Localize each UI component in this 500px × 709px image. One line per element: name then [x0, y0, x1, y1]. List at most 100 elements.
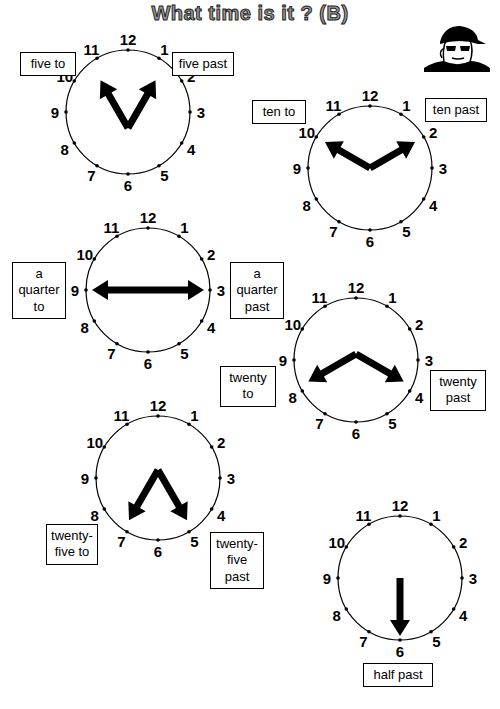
time-phrase: ten past [430, 102, 482, 118]
clock-number: 8 [61, 141, 69, 156]
hour-tick [385, 412, 389, 416]
time-phrase-box: twenty-five past [210, 532, 264, 589]
hour-tick [125, 530, 129, 534]
hour-tick [367, 630, 371, 634]
hour-tick [399, 220, 403, 224]
clock-number: 10 [298, 124, 315, 139]
clock-number: 3 [469, 571, 477, 586]
hour-tick [188, 110, 192, 114]
hour-tick [337, 113, 341, 117]
time-phrase-box: ten past [425, 98, 487, 122]
person-illustration [424, 26, 490, 72]
clock-face [306, 104, 434, 232]
hour-tick [336, 576, 340, 580]
clock-face [84, 226, 212, 354]
clock-hand [119, 75, 164, 133]
clock-number: 7 [315, 416, 323, 431]
time-phrase: five to [25, 56, 71, 72]
clock-number: 9 [323, 571, 331, 586]
clock-number: 8 [303, 197, 311, 212]
time-phrase: a quarter past [235, 266, 279, 315]
hour-tick [422, 197, 426, 201]
time-phrase-box: twenty past [430, 370, 486, 411]
hour-tick [301, 389, 305, 393]
hour-tick [103, 507, 107, 511]
clock-number: 2 [207, 246, 215, 261]
hour-tick [156, 414, 160, 418]
clock-number: 10 [284, 316, 301, 331]
clock-number: 1 [160, 41, 168, 56]
clock-hand [390, 578, 410, 636]
time-phrase-box: a quarter to [12, 262, 66, 319]
clock-number: 4 [429, 197, 437, 212]
clock-number: 2 [415, 316, 423, 331]
clock-number: 9 [279, 353, 287, 368]
hour-tick [210, 507, 214, 511]
clock-number: 5 [160, 168, 168, 183]
hour-tick [452, 545, 456, 549]
time-phrase: twenty-five to [51, 528, 93, 561]
hour-tick [177, 235, 181, 239]
clock-number: 5 [402, 224, 410, 239]
clock-number: 2 [217, 434, 225, 449]
hour-tick [429, 630, 433, 634]
clock-number: 2 [429, 124, 437, 139]
clock-number: 8 [81, 319, 89, 334]
clock-number: 11 [84, 41, 100, 56]
hour-tick [408, 327, 412, 331]
clock-hand [351, 345, 409, 390]
hour-tick [94, 476, 98, 480]
hour-tick [429, 523, 433, 527]
clock-rim [96, 416, 220, 540]
hour-tick [126, 172, 130, 176]
hour-tick [460, 576, 464, 580]
hour-tick [93, 319, 97, 323]
clock-number: 3 [227, 471, 235, 486]
clock-number: 12 [140, 210, 157, 225]
hour-tick [452, 607, 456, 611]
hour-tick [385, 305, 389, 309]
time-phrase-box: ten to [252, 100, 306, 124]
clock-number: 10 [86, 434, 103, 449]
clock-number: 1 [402, 97, 410, 112]
clock-face [336, 514, 464, 642]
clock-face [292, 296, 420, 424]
clock-rim [294, 298, 418, 422]
clock-hand [149, 465, 195, 525]
hour-tick [337, 220, 341, 224]
hour-tick [218, 476, 222, 480]
time-phrase-box: five to [20, 52, 76, 76]
hour-tick [95, 57, 99, 61]
clock-number: 4 [459, 607, 467, 622]
clock-number: 4 [217, 507, 225, 522]
time-phrase: a quarter to [17, 266, 61, 315]
clock-number: 1 [432, 507, 440, 522]
clock-number: 9 [293, 161, 301, 176]
hour-tick [157, 164, 161, 168]
hour-tick [73, 141, 77, 145]
clock-number: 7 [117, 534, 125, 549]
clock-number: 3 [197, 105, 205, 120]
hour-tick [156, 538, 160, 542]
clock-number: 11 [104, 219, 120, 234]
clock-number: 7 [359, 634, 367, 649]
hour-tick [84, 288, 88, 292]
time-phrase-box: twenty to [220, 366, 276, 407]
clock-number: 6 [124, 178, 132, 193]
time-phrase-box: twenty-five to [46, 524, 98, 565]
clock-number: 1 [388, 289, 396, 304]
clock-number: 9 [51, 105, 59, 120]
hour-tick [187, 530, 191, 534]
hour-tick [200, 319, 204, 323]
hour-tick [146, 226, 150, 230]
clock-rim [338, 516, 462, 640]
hour-tick [292, 358, 296, 362]
clock-number: 8 [289, 389, 297, 404]
time-phrase: twenty to [225, 370, 271, 403]
hour-tick [416, 358, 420, 362]
clock-hand [320, 133, 375, 176]
clock-number: 12 [348, 280, 365, 295]
clock-number: 5 [432, 634, 440, 649]
clock-number: 10 [76, 246, 93, 261]
hour-tick [354, 420, 358, 424]
